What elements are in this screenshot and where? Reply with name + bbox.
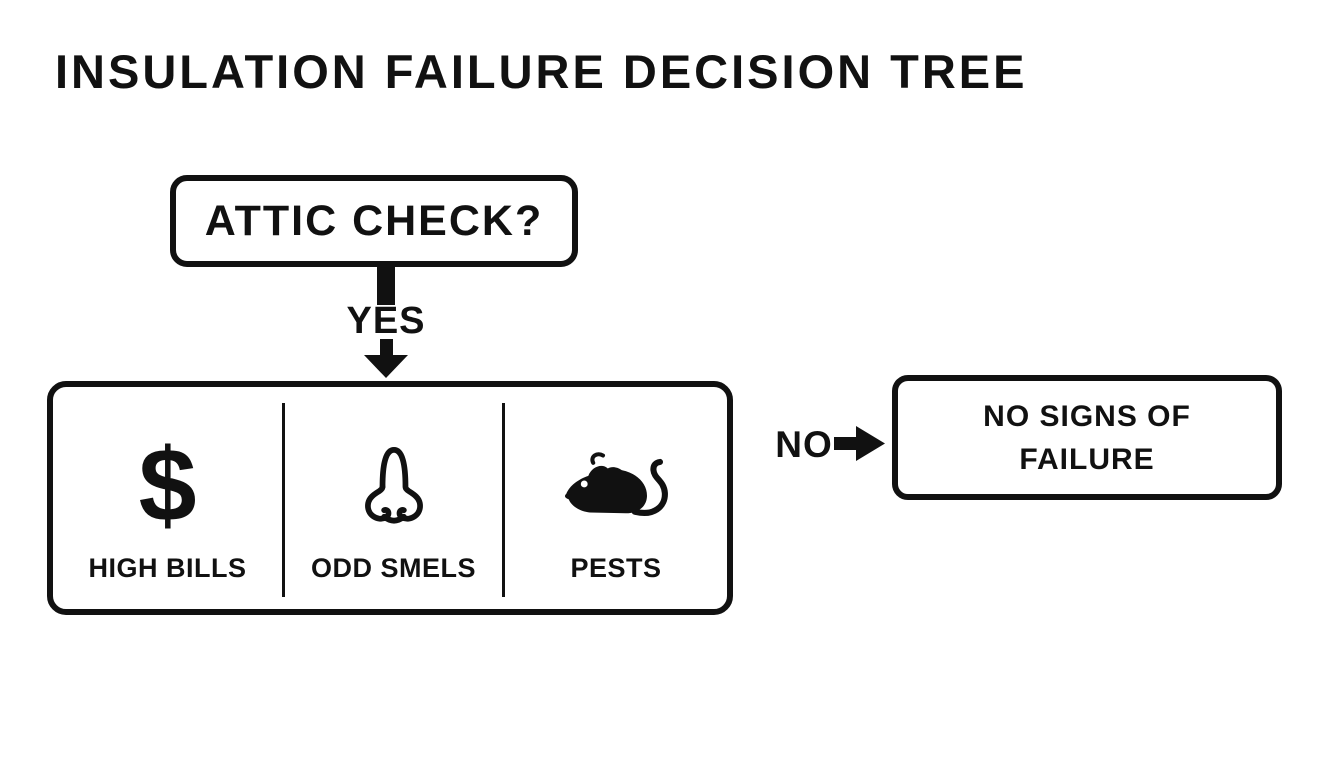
column-divider bbox=[502, 403, 505, 597]
down-arrow-shaft bbox=[380, 339, 393, 357]
node-no-signs-of-failure: NO SIGNS OF FAILURE bbox=[892, 375, 1282, 500]
right-arrow-icon bbox=[834, 426, 885, 461]
sign-label-high-bills: HIGH BILLS bbox=[88, 553, 247, 583]
sign-high-bills: $ HIGH BILLS bbox=[53, 387, 282, 609]
sign-label-odd-smells: ODD SMELS bbox=[310, 553, 476, 583]
rat-icon bbox=[564, 452, 668, 516]
down-arrow-icon bbox=[364, 355, 408, 378]
sign-odd-smells: ODD SMELS bbox=[285, 387, 502, 609]
yes-branch-label: YES bbox=[346, 300, 426, 342]
no-branch-label: NO bbox=[775, 424, 833, 465]
attic-check-label: ATTIC CHECK? bbox=[204, 196, 544, 245]
no-signs-line2: FAILURE bbox=[1019, 442, 1155, 476]
nose-icon bbox=[364, 447, 423, 524]
yes-connector-line bbox=[377, 264, 395, 305]
node-attic-check: ATTIC CHECK? bbox=[170, 175, 578, 267]
no-signs-line1: NO SIGNS OF bbox=[983, 399, 1191, 433]
page-title: INSULATION FAILURE DECISION TREE bbox=[55, 45, 1028, 98]
node-failure-signs: $ HIGH BILLS ODD SMELS bbox=[47, 381, 733, 615]
sign-pests: PESTS bbox=[505, 387, 727, 609]
column-divider bbox=[282, 403, 285, 597]
sign-label-pests: PESTS bbox=[570, 553, 662, 583]
dollar-icon: $ bbox=[138, 428, 197, 544]
